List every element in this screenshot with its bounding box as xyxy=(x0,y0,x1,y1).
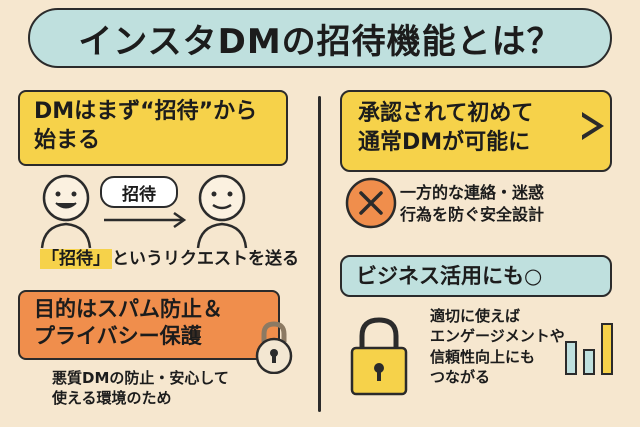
invite-bubble: 招待 xyxy=(100,176,178,208)
approve-heading-line1: 承認されて初めて xyxy=(358,101,534,126)
bar-chart-icon xyxy=(565,323,613,375)
block-caption-line1: 一方的な連絡・迷惑 xyxy=(400,183,545,202)
invite-heading-line1: DMはまず“招待”から xyxy=(34,99,258,124)
page-title-text: インスタDMの招待機能とは？ xyxy=(78,21,562,62)
arrow-icon xyxy=(104,211,187,229)
invite-caption: 「招待」というリクエストを送る xyxy=(40,248,299,271)
person-icon xyxy=(196,174,248,249)
padlock-icon xyxy=(350,317,408,396)
approve-heading-box: 承認されて初めて 通常DMが可能に xyxy=(340,90,612,172)
purpose-caption: 悪質DMの防止・安心して 使える環境のため xyxy=(52,368,229,409)
person-icon xyxy=(40,174,92,249)
approve-bubble-tail-fill xyxy=(579,115,597,137)
business-caption-line3: 信頼性向上にも xyxy=(430,347,536,366)
business-heading-text: ビジネス活用にも○ xyxy=(356,264,543,288)
business-caption-line4: つながる xyxy=(430,367,491,386)
approve-heading-line2: 通常DMが可能に xyxy=(358,129,531,155)
invite-caption-rest: というリクエストを送る xyxy=(112,249,299,269)
invite-heading-box: DMはまず“招待”から 始まる xyxy=(18,90,288,166)
center-divider xyxy=(318,96,321,412)
page-title: インスタDMの招待機能とは？ xyxy=(28,8,612,68)
business-caption-line1: 適切に使えば xyxy=(430,307,521,325)
purpose-caption-line1: 悪質DMの防止・安心して xyxy=(52,369,229,387)
lock-icon xyxy=(255,321,293,374)
block-caption-line2: 行為を防ぐ安全設計 xyxy=(400,204,545,224)
purpose-heading-line2: プライバシー保護 xyxy=(34,324,202,349)
invite-heading-line2: 始まる xyxy=(34,127,101,153)
business-caption: 適切に使えば エンゲージメントや 信頼性向上にも つながる xyxy=(430,306,565,387)
purpose-heading-line1: 目的はスパム防止＆ xyxy=(34,297,223,321)
purpose-heading-box: 目的はスパム防止＆ プライバシー保護 xyxy=(18,290,280,360)
invite-caption-highlight: 「招待」 xyxy=(40,249,112,269)
block-caption: 一方的な連絡・迷惑 行為を防ぐ安全設計 xyxy=(400,182,544,225)
business-caption-line2: エンゲージメントや xyxy=(430,327,565,346)
purpose-caption-line2: 使える環境のため xyxy=(52,389,172,408)
invite-bubble-text: 招待 xyxy=(122,184,156,205)
business-heading-box: ビジネス活用にも○ xyxy=(340,255,612,297)
cross-icon xyxy=(345,177,397,229)
